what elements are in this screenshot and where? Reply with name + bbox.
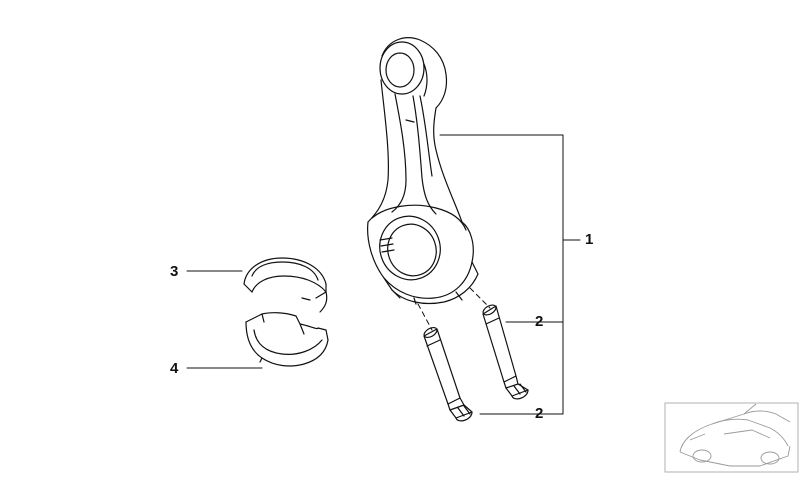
assembly-lines: [417, 287, 491, 331]
callout-2-lower-label: 2: [535, 405, 544, 422]
callout-1-label: 1: [585, 231, 594, 248]
connecting-rod: [367, 37, 479, 305]
callout-2-upper-label: 2: [535, 313, 544, 330]
callout-4-label: 4: [170, 360, 179, 377]
callout-3-label: 3: [170, 263, 179, 280]
bearing-shell-upper: [243, 257, 328, 313]
rod-bolt-upper: [482, 304, 529, 400]
bearing-shell-lower: [245, 312, 329, 367]
leader-lines: [186, 134, 581, 415]
car-silhouette-icon: [664, 402, 799, 473]
rod-bolt-lower: [423, 326, 473, 422]
